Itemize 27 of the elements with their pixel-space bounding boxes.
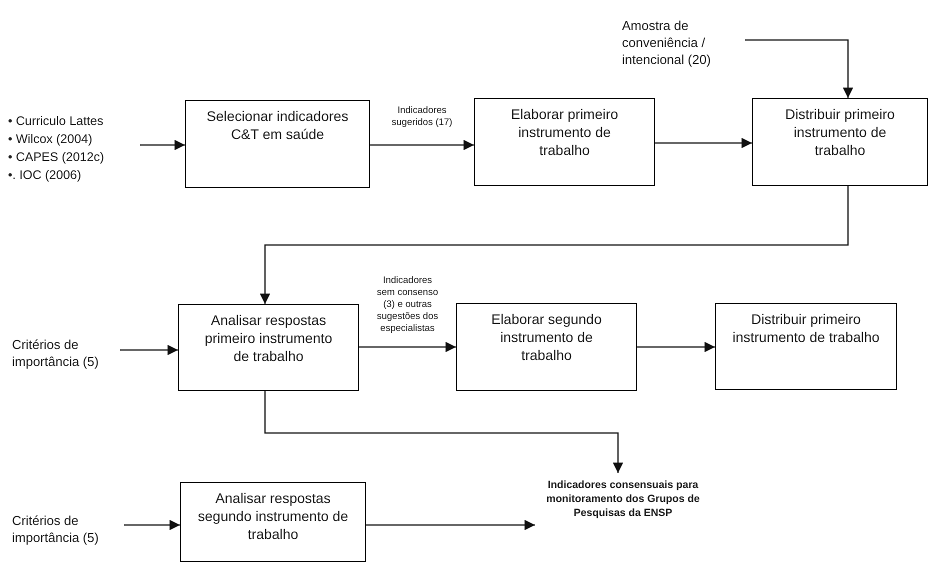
process-box: Distribuir primeiro instrumento de trabalho [752, 98, 928, 186]
process-box: Elaborar segundo instrumento de trabalho [456, 303, 637, 391]
arrow [124, 520, 180, 530]
arrow [370, 140, 474, 150]
process-box: Analisar respostas primeiro instrumento de trabalho [178, 304, 359, 391]
list-item: • CAPES (2012c) [8, 148, 104, 166]
list-item: •. IOC (2006) [8, 166, 82, 184]
input-note: Critérios de importância (5) [12, 512, 100, 546]
arrow [140, 140, 185, 150]
list-item: • Wilcox (2004) [8, 130, 92, 148]
input-note: Amostra de conveniência / intencional (20) [622, 16, 712, 68]
arrow [655, 138, 752, 148]
arrow [120, 344, 178, 356]
edge-label: Indicadores sem consenso (3) e outras sugestões dos especialistas [376, 275, 438, 335]
arrow [260, 186, 849, 304]
input-note: Critérios de importância (5) [12, 336, 100, 370]
process-box: Analisar respostas segundo instrumento de trabalho [180, 482, 366, 562]
arrow [359, 342, 456, 352]
result-text: Indicadores consensuais para monitoramento dos Grupos de Pesquisas da ENSP [545, 478, 701, 520]
process-box: Selecionar indicadores C&T em saúde [185, 100, 370, 188]
arrow [366, 520, 535, 530]
arrow [637, 342, 715, 352]
process-box: Elaborar primeiro instrumento de trabalho [474, 98, 655, 186]
process-box: Distribuir primeiro instrumento de trabalho [715, 303, 897, 390]
arrow [264, 391, 624, 473]
arrow [745, 39, 854, 98]
list-item: • Curriculo Lattes [8, 112, 104, 130]
